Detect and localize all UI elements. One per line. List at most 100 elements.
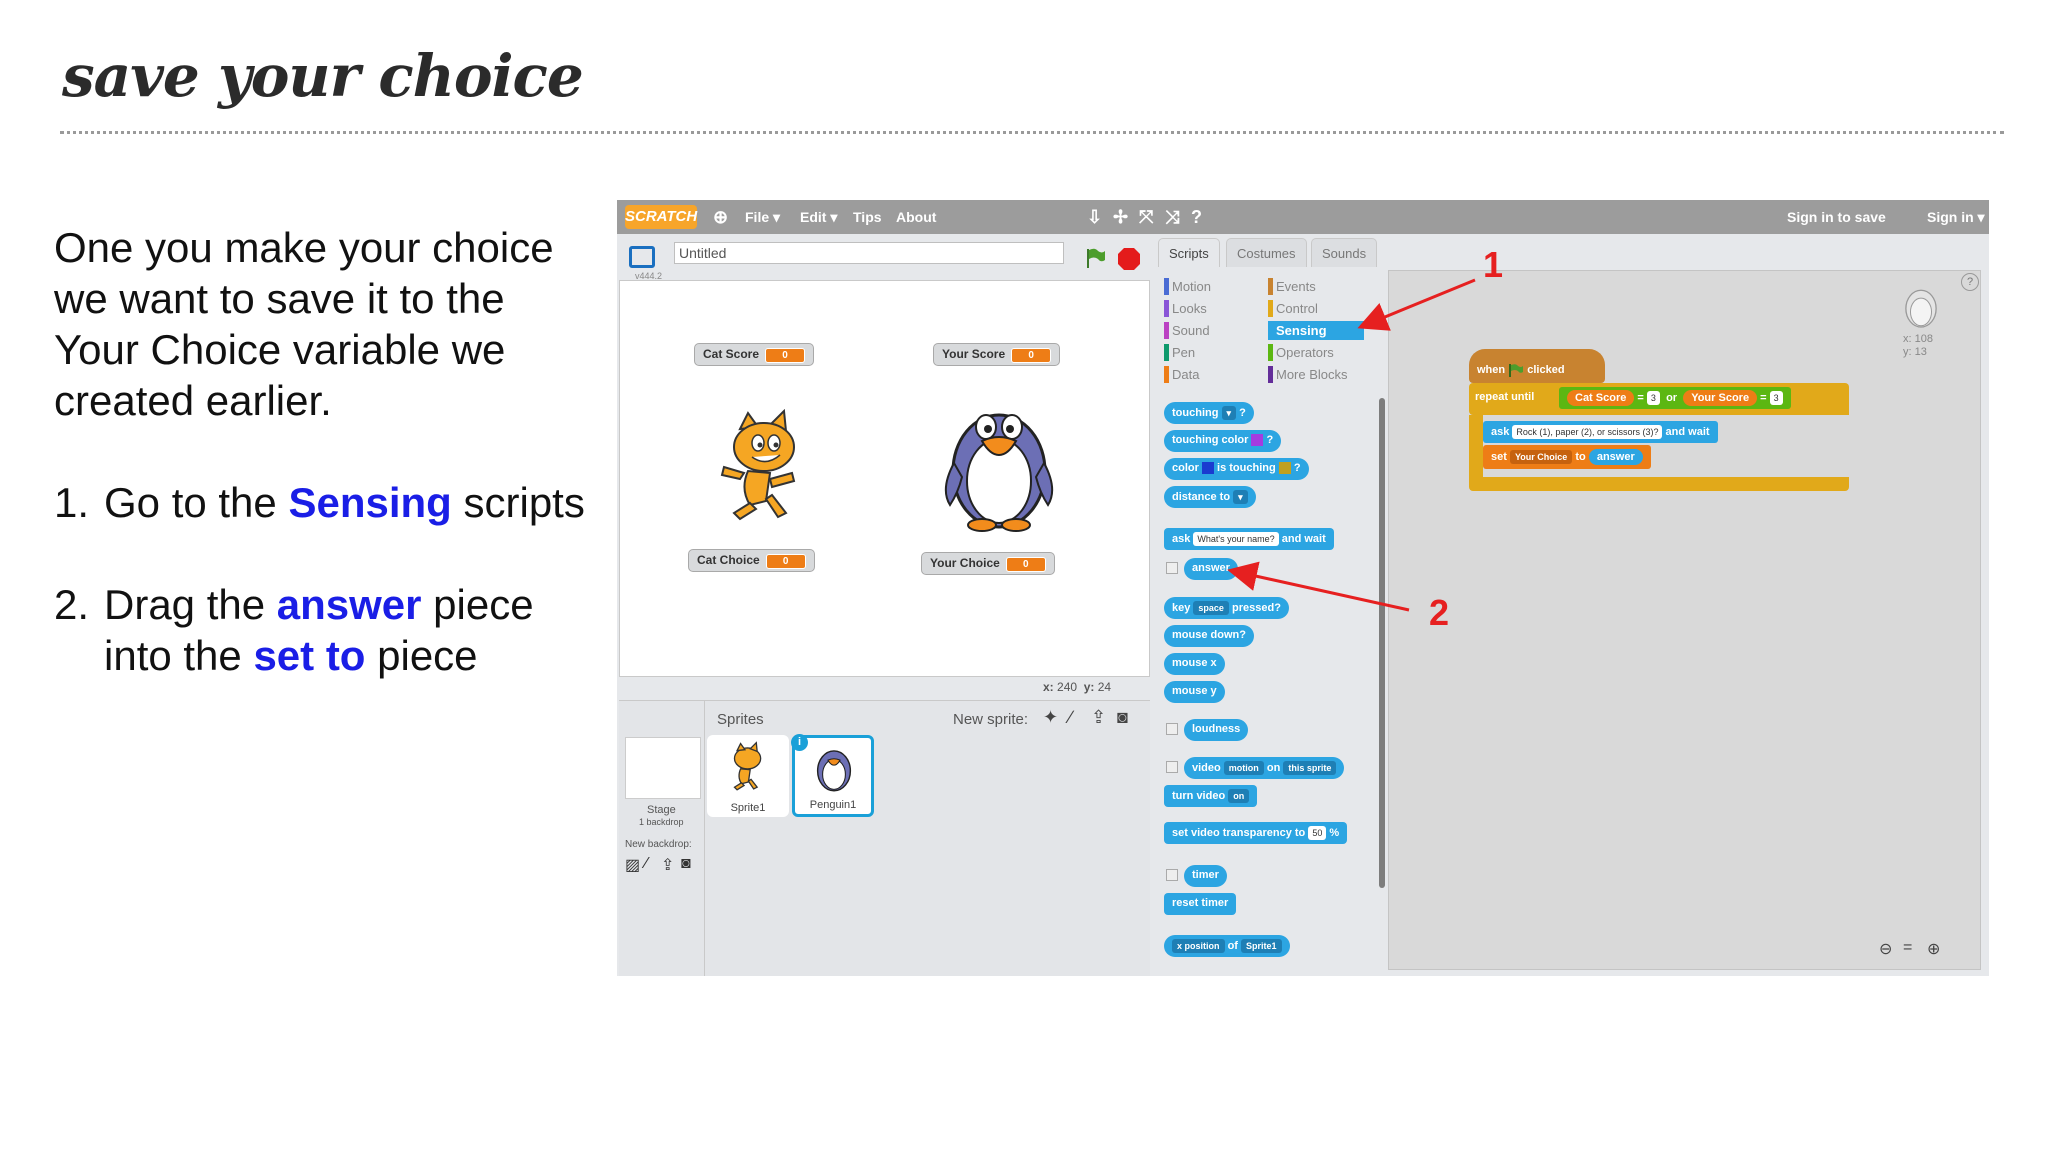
project-title-input[interactable]: Untitled bbox=[674, 242, 1064, 264]
block-reset-timer[interactable]: reset timer bbox=[1164, 893, 1237, 915]
menu-file[interactable]: File ▾ bbox=[745, 209, 781, 225]
fullscreen-icon[interactable] bbox=[629, 246, 655, 268]
step-1-number: 1. bbox=[54, 479, 90, 526]
annotation-1: 1 bbox=[1483, 244, 1504, 285]
version-label: v444.2 bbox=[635, 271, 663, 281]
category-sound[interactable]: Sound bbox=[1164, 321, 1210, 340]
stage-thumbnail[interactable] bbox=[625, 737, 701, 799]
sign-in-to-save[interactable]: Sign in to save bbox=[1787, 209, 1886, 225]
sprite-tile-penguin1[interactable]: i Penguin1 bbox=[791, 734, 874, 817]
category-sensing[interactable]: Sensing bbox=[1268, 321, 1364, 340]
camera-sprite-icon[interactable]: ◙ bbox=[1117, 707, 1128, 727]
answer-checkbox[interactable] bbox=[1166, 562, 1178, 574]
tab-costumes[interactable]: Costumes bbox=[1226, 238, 1307, 268]
sign-in-menu[interactable]: Sign in ▾ bbox=[1927, 209, 1985, 225]
paint-sprite-icon[interactable]: ∕ bbox=[1069, 707, 1073, 727]
loudness-checkbox[interactable] bbox=[1166, 723, 1178, 735]
grow-icon[interactable]: ⤧ bbox=[1139, 207, 1154, 227]
sprites-header: Sprites bbox=[717, 711, 764, 728]
category-data[interactable]: Data bbox=[1164, 365, 1199, 384]
video-checkbox[interactable] bbox=[1166, 761, 1178, 773]
menu-tips[interactable]: Tips bbox=[853, 209, 882, 225]
intro-text: One you make your choice we want to save… bbox=[54, 224, 554, 424]
annotation-arrows bbox=[1227, 278, 1476, 612]
menu-about[interactable]: About bbox=[896, 209, 937, 225]
zoom-reset-icon[interactable]: = bbox=[1903, 939, 1913, 956]
green-flag-icon bbox=[1509, 364, 1524, 377]
sprite-library-icon[interactable]: ✦ bbox=[1043, 707, 1059, 727]
block-touching-color[interactable]: touching color ? bbox=[1164, 430, 1282, 452]
zoom-in-icon[interactable]: ⊕ bbox=[1927, 941, 1941, 958]
block-timer[interactable]: timer bbox=[1184, 865, 1227, 887]
instructions: One you make your choice we want to save… bbox=[54, 222, 594, 732]
script-area[interactable]: x: 108 y: 13 ? when clicked repeat until… bbox=[1388, 270, 1981, 970]
zoom-out-icon[interactable]: ⊖ bbox=[1879, 941, 1893, 958]
shrink-icon[interactable]: ⤨ bbox=[1165, 207, 1180, 227]
sprite-x-readout: x: 108 bbox=[1903, 333, 1933, 345]
palette-scrollbar[interactable] bbox=[1379, 398, 1385, 888]
block-ask-and-wait[interactable]: ask What's your name? and wait bbox=[1164, 528, 1334, 550]
penguin-thumbnail-icon bbox=[816, 750, 852, 792]
block-turn-video[interactable]: turn video on bbox=[1164, 785, 1258, 807]
sprite-tile-sprite1[interactable]: Sprite1 bbox=[707, 735, 789, 817]
duplicate-icon[interactable]: ⇩ bbox=[1087, 207, 1103, 227]
block-color-is-touching[interactable]: color is touching ? bbox=[1164, 458, 1309, 480]
category-looks[interactable]: Looks bbox=[1164, 299, 1207, 318]
delete-icon[interactable]: ✢ bbox=[1113, 207, 1129, 227]
block-set-your-choice[interactable]: set Your Choice to answer bbox=[1483, 445, 1651, 469]
tab-scripts[interactable]: Scripts bbox=[1158, 238, 1220, 268]
step-2-text-b: piece into the bbox=[104, 581, 534, 679]
upload-sprite-icon[interactable]: ⇪ bbox=[1091, 707, 1107, 727]
arrow-2 bbox=[1227, 561, 1410, 612]
block-loudness[interactable]: loudness bbox=[1184, 719, 1249, 741]
category-pen[interactable]: Pen bbox=[1164, 343, 1195, 362]
camera-icon[interactable]: ◙ bbox=[681, 855, 691, 872]
info-icon[interactable]: i bbox=[791, 734, 808, 751]
upload-icon[interactable]: ⇪ bbox=[661, 857, 675, 874]
highlight-set-to: set to bbox=[253, 632, 366, 679]
help-icon[interactable]: ? bbox=[1961, 273, 1979, 291]
sprite-name-penguin1: Penguin1 bbox=[809, 799, 857, 811]
category-motion[interactable]: Motion bbox=[1164, 277, 1211, 296]
block-mouse-x[interactable]: mouse x bbox=[1164, 653, 1225, 675]
block-or-condition[interactable]: Cat Score = 3 or Your Score = 3 bbox=[1559, 387, 1791, 409]
penguin-sprite[interactable] bbox=[940, 393, 1058, 533]
category-events[interactable]: Events bbox=[1268, 277, 1316, 296]
scratch-logo[interactable]: SCRATCH bbox=[625, 205, 697, 229]
block-x-position-of[interactable]: x position of Sprite1 bbox=[1164, 935, 1290, 957]
help-icon[interactable]: ? bbox=[1191, 207, 1202, 227]
stop-icon[interactable] bbox=[1117, 247, 1141, 271]
sprite-y-readout: y: 13 bbox=[1903, 346, 1927, 358]
paint-backdrop-icon[interactable]: ▨ bbox=[625, 857, 641, 874]
category-control[interactable]: Control bbox=[1268, 299, 1318, 318]
globe-icon[interactable]: ⊕ bbox=[713, 207, 729, 227]
block-ask-rps[interactable]: ask Rock (1), paper (2), or scissors (3)… bbox=[1483, 421, 1718, 443]
block-video-on[interactable]: video motion on this sprite bbox=[1184, 757, 1345, 779]
category-more-blocks[interactable]: More Blocks bbox=[1268, 365, 1348, 384]
highlight-answer: answer bbox=[276, 581, 422, 628]
block-touching[interactable]: touching ▾ ? bbox=[1164, 402, 1254, 424]
block-mouse-y[interactable]: mouse y bbox=[1164, 681, 1225, 703]
block-distance-to[interactable]: distance to ▾ bbox=[1164, 486, 1256, 508]
block-mouse-down[interactable]: mouse down? bbox=[1164, 625, 1254, 647]
block-key-pressed[interactable]: key space pressed? bbox=[1164, 597, 1289, 619]
mouse-coordinates: x: 240 y: 24 bbox=[1043, 680, 1112, 694]
sprite-name-sprite1: Sprite1 bbox=[730, 802, 766, 814]
repeat-until-arm bbox=[1469, 415, 1483, 479]
menu-edit[interactable]: Edit ▾ bbox=[800, 209, 838, 225]
brush-icon[interactable]: ∕ bbox=[645, 855, 648, 872]
step-2-text: Drag the answer piece into the set to pi… bbox=[104, 579, 594, 681]
category-operators[interactable]: Operators bbox=[1268, 343, 1334, 362]
block-when-flag-clicked[interactable]: when clicked bbox=[1469, 349, 1605, 383]
cat-sprite[interactable] bbox=[710, 409, 820, 529]
current-sprite-icon bbox=[1905, 289, 1937, 328]
slide-title: save your choice bbox=[62, 42, 584, 110]
block-set-video-transparency[interactable]: set video transparency to 50 % bbox=[1164, 822, 1348, 844]
block-answer[interactable]: answer bbox=[1184, 558, 1238, 580]
tab-sounds[interactable]: Sounds bbox=[1311, 238, 1378, 268]
timer-checkbox[interactable] bbox=[1166, 869, 1178, 881]
green-flag-icon[interactable] bbox=[1083, 246, 1107, 270]
arrow-1 bbox=[1357, 278, 1476, 331]
